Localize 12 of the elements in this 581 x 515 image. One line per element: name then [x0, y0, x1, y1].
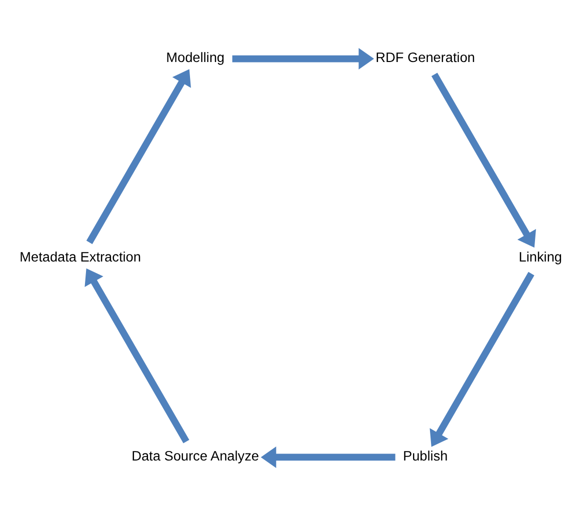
arrow — [84, 268, 190, 443]
node-text: Data Source Analyze — [132, 448, 260, 463]
node-text: Linking — [518, 248, 562, 264]
node-text: Metadata Extraction — [20, 248, 141, 264]
node-text: Modelling — [166, 50, 225, 65]
node-text: Publish — [402, 448, 448, 463]
arrow — [86, 68, 191, 244]
arrow — [431, 72, 536, 248]
node-text: RDF Generation — [376, 50, 476, 65]
arrow — [260, 446, 396, 468]
arrow — [232, 48, 374, 70]
arrow — [430, 271, 534, 446]
